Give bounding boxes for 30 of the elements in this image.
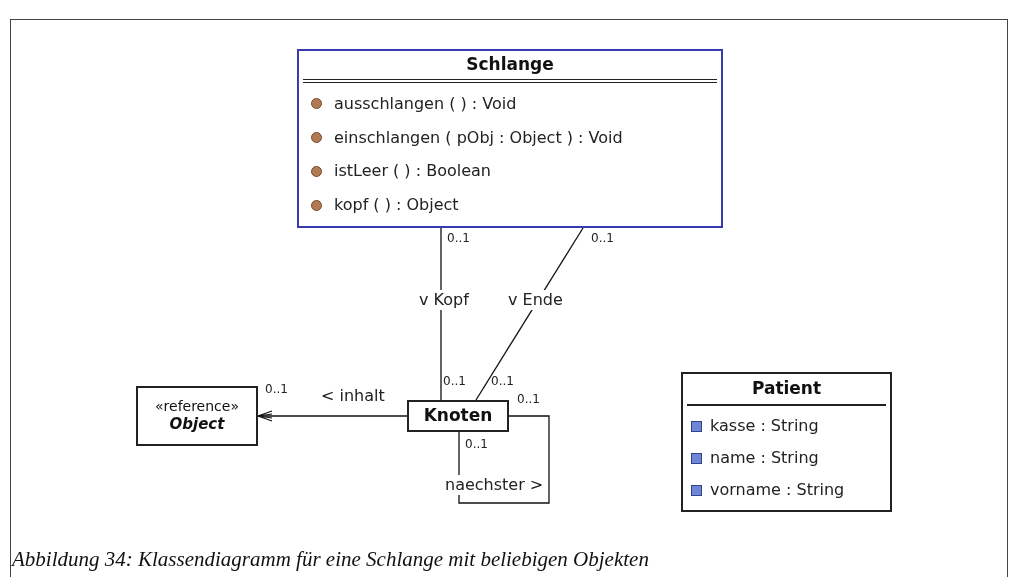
class-name: Schlange	[466, 53, 554, 77]
class-box	[407, 400, 509, 432]
multiplicity-label: 0..1	[465, 437, 488, 452]
multiplicity-label: 0..1	[517, 392, 540, 407]
association-line	[257, 410, 408, 422]
class-box	[297, 49, 723, 228]
method-text: ausschlangen ( ) : Void	[334, 92, 517, 115]
edge-label: v Ende	[506, 290, 565, 310]
association-line	[440, 227, 442, 401]
figure-caption: Abbildung 34: Klassendiagramm für eine Schlange mit beliebigen Objekten	[12, 546, 649, 573]
attribute-text: name : String	[710, 447, 819, 469]
edge-label: v Kopf	[417, 290, 471, 310]
method-text: einschlangen ( pObj : Object ) : Void	[334, 126, 623, 149]
multiplicity-label: 0..1	[443, 374, 466, 389]
multiplicity-label: 0..1	[265, 382, 288, 397]
association-line	[458, 415, 550, 504]
class-name: Patient	[751, 377, 822, 401]
stereotype-label: «reference»	[155, 397, 239, 416]
class-box	[136, 386, 258, 446]
multiplicity-label: 0..1	[447, 231, 470, 246]
attribute-text: vorname : String	[710, 479, 845, 501]
method-text: kopf ( ) : Object	[334, 194, 459, 217]
multiplicity-label: 0..1	[491, 374, 514, 389]
class-name: Object	[169, 415, 225, 435]
association-line	[475, 227, 584, 401]
class-box	[681, 372, 892, 512]
multiplicity-label: 0..1	[591, 231, 614, 246]
attribute-text: kasse : String	[710, 415, 819, 437]
class-name: Knoten	[423, 404, 493, 428]
method-text: istLeer ( ) : Boolean	[334, 160, 491, 183]
